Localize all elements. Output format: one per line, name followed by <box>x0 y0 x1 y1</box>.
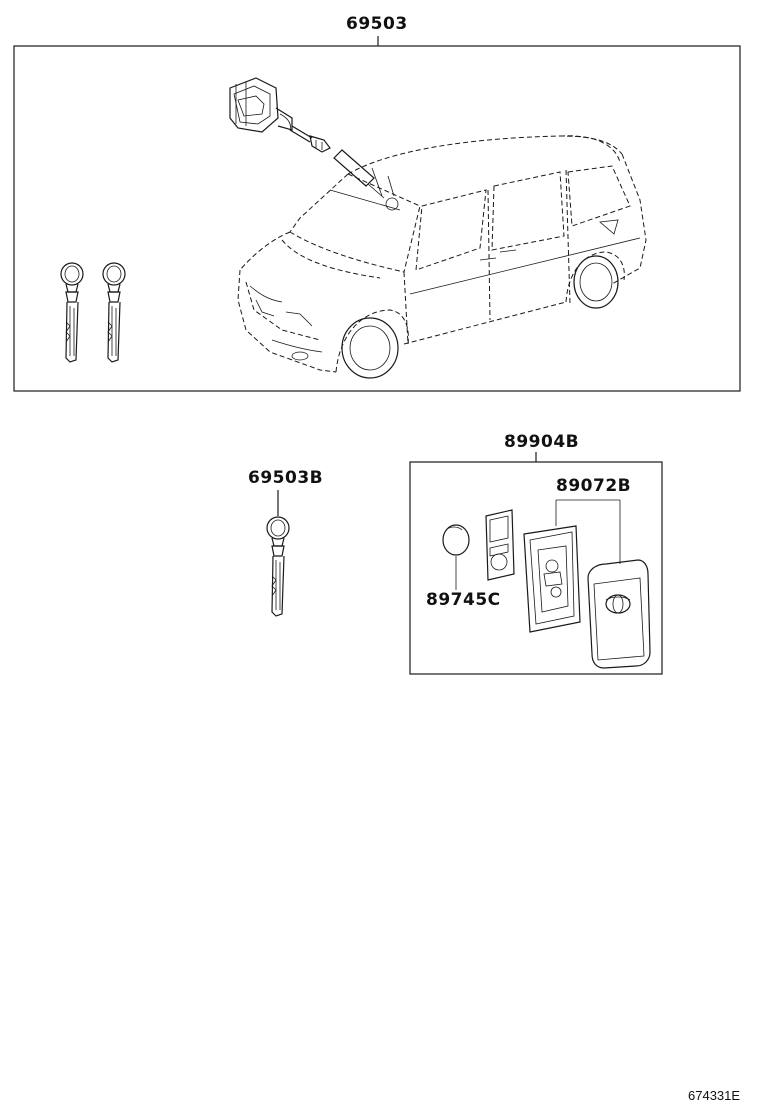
key-illustration-right <box>102 262 126 363</box>
part-label-89072b[interactable]: 89072B <box>556 476 632 496</box>
set-69503-frame <box>13 36 741 392</box>
figure-code: 674331E <box>688 1088 741 1103</box>
key-board-illustration <box>485 509 515 581</box>
part-label-89904b[interactable]: 89904B <box>504 432 580 452</box>
location-arrow <box>333 149 385 199</box>
smart-key-frame <box>409 452 663 675</box>
battery-illustration <box>442 524 470 590</box>
vehicle-illustration <box>237 135 647 379</box>
key-illustration-left <box>60 262 84 363</box>
part-label-69503[interactable]: 69503 <box>346 14 408 34</box>
key-blank-illustration <box>266 490 290 617</box>
part-label-89745c[interactable]: 89745C <box>426 590 501 610</box>
key-case-illustration <box>523 499 651 669</box>
lock-cylinder-illustration <box>229 77 331 153</box>
part-label-69503b[interactable]: 69503B <box>248 468 324 488</box>
